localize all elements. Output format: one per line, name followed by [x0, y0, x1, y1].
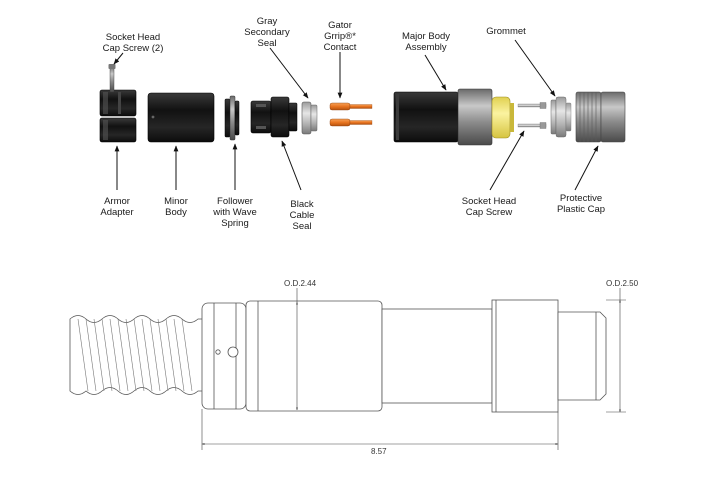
follower-wave-spring-part [224, 95, 240, 141]
cap-outline [557, 311, 607, 401]
label-major-body-assembly: Major Body Assembly [401, 31, 451, 53]
major-body-outline [491, 299, 559, 413]
neck-outline [381, 308, 493, 404]
grommet-part [550, 96, 572, 138]
cap-screw-top-part [108, 64, 116, 93]
label-grommet: Grommet [486, 26, 526, 37]
dim-overall-length: 8.57 [371, 447, 387, 456]
label-follower-wave-spring: Follower with Wave Spring [213, 196, 257, 229]
label-gator-grrip-contact: Gator Grrip®* Contact [323, 20, 357, 53]
black-cable-seal-part [250, 96, 298, 138]
label-armor-adapter: Armor Adapter [100, 196, 134, 218]
arrow-black-seal [281, 140, 302, 191]
armor-adapter-outline [201, 302, 247, 410]
gator-grrip-contact-part [329, 102, 373, 127]
dim-od-right: O.D.2.50 [606, 279, 639, 288]
label-protective-plastic-cap: Protective Plastic Cap [556, 193, 606, 215]
cable-corrugation-lines [77, 318, 193, 392]
major-body-assembly-part [393, 88, 514, 146]
minor-body-outline [245, 300, 383, 412]
label-minor-body: Minor Body [164, 196, 188, 218]
gray-secondary-seal-part [301, 101, 318, 135]
leader-arrows [113, 39, 599, 191]
arrow-gray-seal [269, 47, 309, 99]
dim-od-left: O.D.2.44 [284, 279, 317, 288]
assembled-view [69, 299, 607, 413]
arrow-plastic-cap [574, 145, 599, 191]
label-socket-head-cap-screw-2: Socket Head Cap Screw (2) [102, 32, 164, 54]
arrow-grommet [514, 39, 556, 97]
cap-screws-part [517, 102, 547, 129]
armored-cable-outline [69, 315, 205, 395]
minor-body-part [147, 92, 215, 143]
arrow-major-body [424, 54, 447, 91]
dimension-lines [201, 288, 626, 450]
set-screw-hole [227, 346, 239, 358]
protective-plastic-cap-part [575, 91, 626, 143]
set-screw-small [215, 349, 221, 355]
label-socket-head-cap-screw: Socket Head Cap Screw [461, 196, 517, 218]
arrow-cap-screw-2 [113, 52, 124, 65]
armor-adapter-part [99, 89, 137, 143]
label-black-cable-seal: Black Cable Seal [289, 199, 315, 232]
label-gray-secondary-seal: Gray Secondary Seal [244, 16, 290, 49]
arrow-cap-screw [489, 130, 525, 191]
